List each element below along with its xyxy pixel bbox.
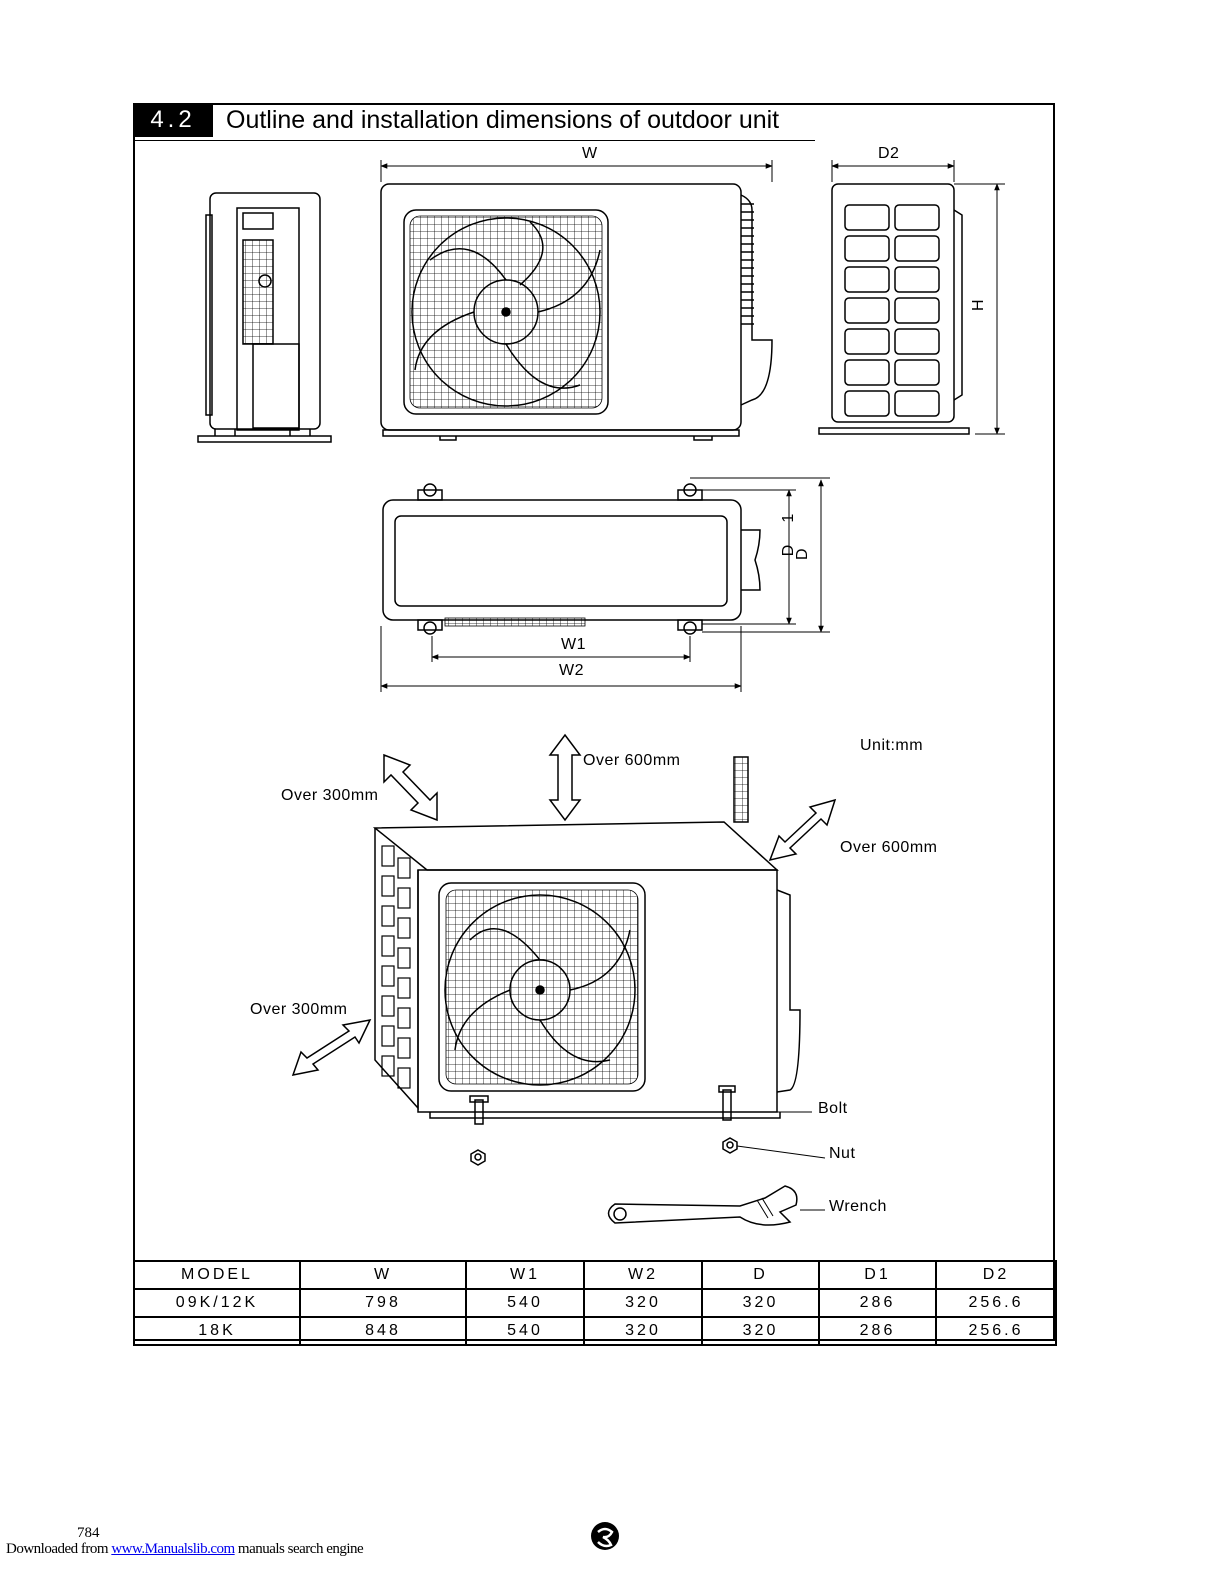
table-cell: 320 bbox=[702, 1317, 819, 1345]
table-cell: 320 bbox=[584, 1289, 702, 1317]
label-d: D bbox=[794, 548, 812, 560]
clearance-right: Over 600mm bbox=[840, 839, 937, 857]
top-view-dimensions bbox=[381, 478, 830, 692]
table-cell: 18K bbox=[134, 1317, 300, 1345]
right-view bbox=[819, 184, 969, 434]
table-cell: 256.6 bbox=[936, 1289, 1056, 1317]
table-cell: 798 bbox=[300, 1289, 466, 1317]
footer-prefix: Downloaded from bbox=[6, 1541, 108, 1557]
isometric-view bbox=[375, 757, 825, 1225]
table-row: 09K/12K 798 540 320 320 286 256.6 bbox=[134, 1289, 1056, 1317]
table-header: D2 bbox=[936, 1261, 1056, 1289]
table-cell: 848 bbox=[300, 1317, 466, 1345]
table-header: W bbox=[300, 1261, 466, 1289]
side-view bbox=[198, 193, 331, 442]
part-nut: Nut bbox=[829, 1145, 855, 1163]
table-header: W1 bbox=[466, 1261, 584, 1289]
table-cell: 540 bbox=[466, 1289, 584, 1317]
part-wrench: Wrench bbox=[829, 1198, 887, 1216]
clearance-back-left: Over 300mm bbox=[281, 787, 378, 805]
dimension-table: MODEL W W1 W2 D D1 D2 09K/12K 798 540 32… bbox=[133, 1260, 1057, 1346]
table-header: D bbox=[702, 1261, 819, 1289]
table-cell: 540 bbox=[466, 1317, 584, 1345]
footer-suffix: manuals search engine bbox=[238, 1541, 363, 1557]
top-view bbox=[383, 484, 760, 634]
label-h: H bbox=[970, 299, 988, 311]
table-header: W2 bbox=[584, 1261, 702, 1289]
table-cell: 320 bbox=[584, 1317, 702, 1345]
table-header: MODEL bbox=[134, 1261, 300, 1289]
table-cell: 286 bbox=[819, 1317, 936, 1345]
table-cell: 256.6 bbox=[936, 1317, 1056, 1345]
unit-label: Unit:mm bbox=[860, 737, 923, 755]
brand-logo-icon bbox=[589, 1520, 621, 1552]
page-number: 784 bbox=[77, 1525, 100, 1542]
clearance-top: Over 600mm bbox=[583, 752, 680, 770]
label-d2: D2 bbox=[878, 145, 899, 163]
footer: Downloaded from www.Manualslib.com manua… bbox=[6, 1541, 363, 1558]
front-view bbox=[381, 184, 772, 440]
manualslib-link[interactable]: www.Manualslib.com bbox=[111, 1541, 234, 1557]
table-cell: 286 bbox=[819, 1289, 936, 1317]
label-w2: W2 bbox=[559, 662, 584, 680]
label-w1: W1 bbox=[561, 636, 586, 654]
table-header: D1 bbox=[819, 1261, 936, 1289]
clearance-left: Over 300mm bbox=[250, 1001, 347, 1019]
table-cell: 09K/12K bbox=[134, 1289, 300, 1317]
table-row: 18K 848 540 320 320 286 256.6 bbox=[134, 1317, 1056, 1345]
table-cell: 320 bbox=[702, 1289, 819, 1317]
label-w: W bbox=[582, 145, 598, 163]
table-header-row: MODEL W W1 W2 D D1 D2 bbox=[134, 1261, 1056, 1289]
label-d1: D1 bbox=[780, 492, 798, 556]
part-bolt: Bolt bbox=[818, 1100, 848, 1118]
